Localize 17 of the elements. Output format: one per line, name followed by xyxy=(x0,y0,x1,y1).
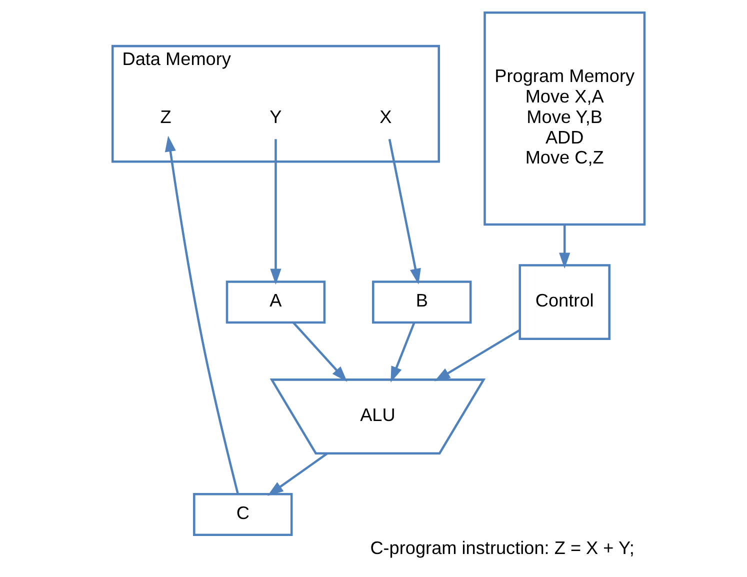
node-text: Y xyxy=(269,106,282,127)
node-box: C xyxy=(192,492,292,536)
arrow xyxy=(266,452,328,496)
arrow xyxy=(390,322,415,382)
caption: C-program instruction: Z = X + Y; xyxy=(370,538,634,558)
node-box: A xyxy=(225,280,326,324)
arrow xyxy=(292,322,347,382)
node-box: Control xyxy=(518,264,610,340)
node-text: Z xyxy=(160,106,171,127)
node-text: X xyxy=(379,106,392,127)
node-box: B xyxy=(372,280,472,324)
arrow xyxy=(164,136,239,494)
arrow xyxy=(434,329,520,382)
arrow xyxy=(388,138,420,285)
arrow xyxy=(270,139,281,285)
node-box: Program Memory Move X,A Move Y,B ADD Move C,Z xyxy=(483,12,646,226)
arrow xyxy=(558,224,570,269)
